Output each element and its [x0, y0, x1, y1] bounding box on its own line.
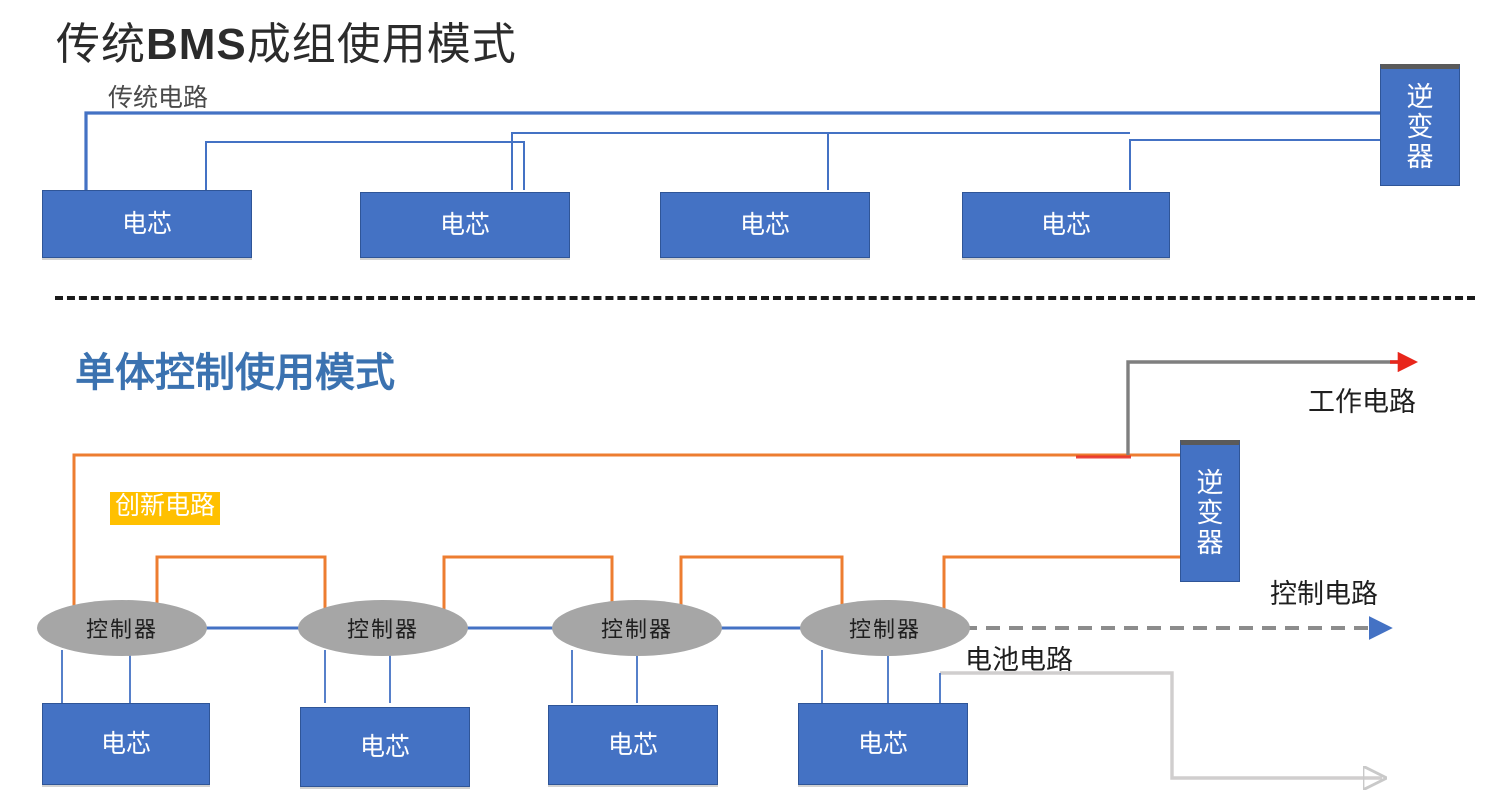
cell-label: 电芯 — [100, 730, 151, 758]
innovation-circuit-tag: 创新电路 — [110, 492, 221, 525]
controller-1: 控制器 — [37, 600, 207, 656]
top-main-bus — [84, 111, 1382, 190]
bottom-cell-2: 电芯 — [300, 707, 470, 787]
inverter-char-2: 变 — [1196, 497, 1224, 528]
cell-label: 电芯 — [439, 211, 490, 239]
controller-label: 控制器 — [600, 617, 673, 642]
top-cell-4: 电芯 — [962, 192, 1170, 258]
bottom-section-title: 单体控制使用模式 — [75, 350, 395, 395]
controller-cell-drops — [61, 650, 889, 703]
bottom-cell-1: 电芯 — [42, 703, 210, 785]
inverter-char-2: 变 — [1406, 111, 1434, 142]
bottom-inverter: 逆 变 器 — [1180, 440, 1240, 582]
inverter-char-1: 逆 — [1196, 467, 1224, 498]
inverter-char-1: 逆 — [1406, 81, 1434, 112]
work-circuit-label: 工作电路 — [1308, 387, 1416, 417]
battery-circuit-line — [939, 671, 1382, 778]
controller-2: 控制器 — [298, 600, 468, 656]
title-prefix: 传统 — [56, 20, 146, 69]
innovation-orange-links — [155, 555, 844, 618]
cell-label: 电芯 — [607, 731, 658, 759]
bottom-cell-4: 电芯 — [798, 703, 968, 785]
top-inverter: 逆 变 器 — [1380, 64, 1460, 186]
title-suffix: 成组使用模式 — [246, 20, 517, 69]
controller-3: 控制器 — [552, 600, 722, 656]
top-series-links — [205, 132, 1130, 190]
cell-label: 电芯 — [359, 733, 410, 761]
cell-label: 电芯 — [857, 730, 908, 758]
cell-label: 电芯 — [121, 210, 172, 238]
controller-label: 控制器 — [848, 617, 921, 642]
battery-circuit-label: 电池电路 — [965, 645, 1073, 675]
inverter-char-3: 器 — [1196, 528, 1224, 559]
title-bold: BMS — [146, 20, 247, 69]
controller-label: 控制器 — [346, 617, 419, 642]
top-cell-1: 电芯 — [42, 190, 252, 258]
inverter-char-3: 器 — [1406, 142, 1434, 173]
controller-4: 控制器 — [800, 600, 970, 656]
bottom-cell-3: 电芯 — [548, 705, 718, 785]
top-section-subtitle: 传统电路 — [108, 85, 209, 112]
top-section-title: 传统BMS成组使用模式 — [56, 8, 517, 72]
cell-label: 电芯 — [1040, 211, 1091, 239]
controller-label: 控制器 — [85, 617, 158, 642]
top-cell-2: 电芯 — [360, 192, 570, 258]
control-circuit-label: 控制电路 — [1270, 579, 1378, 609]
top-cell-3: 电芯 — [660, 192, 870, 258]
section-divider — [55, 296, 1475, 300]
cell-label: 电芯 — [739, 211, 790, 239]
